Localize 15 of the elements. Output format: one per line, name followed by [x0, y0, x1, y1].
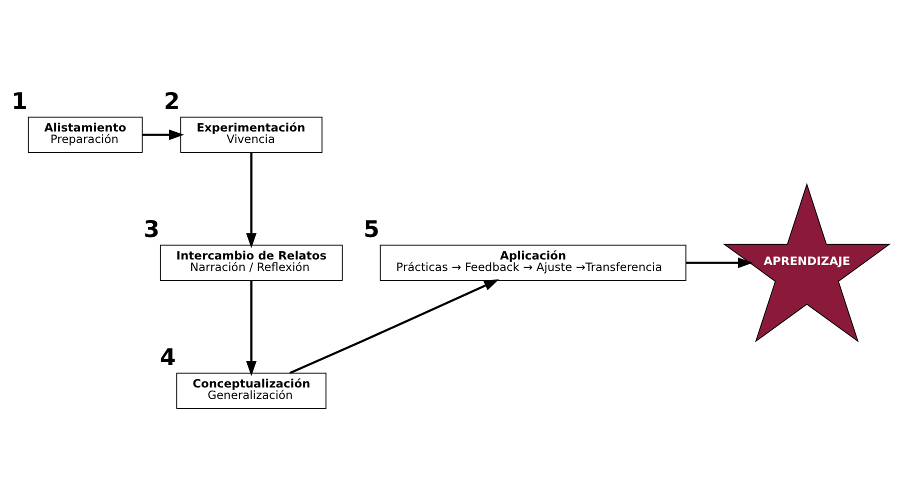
node-box: Aplicación Prácticas → Feedback → Ajuste →Transferencia [380, 244, 686, 280]
node-label: 5 [364, 216, 380, 243]
node-box: Conceptualización Generalización [176, 372, 326, 408]
node-label: 3 [144, 216, 160, 243]
arrow [246, 280, 257, 376]
node-label: 1 [12, 88, 28, 115]
node-label: 4 [160, 344, 176, 371]
arrow [686, 257, 754, 268]
node-box: Intercambio de Relatos Narración / Reflexión [160, 244, 343, 280]
arrow [142, 129, 184, 140]
arrow [246, 152, 257, 248]
node-box: Alistamiento Preparación [28, 116, 143, 152]
node-label: 2 [164, 88, 180, 115]
node-box: Experimentación Vivencia [180, 116, 322, 152]
arrow [290, 278, 500, 374]
